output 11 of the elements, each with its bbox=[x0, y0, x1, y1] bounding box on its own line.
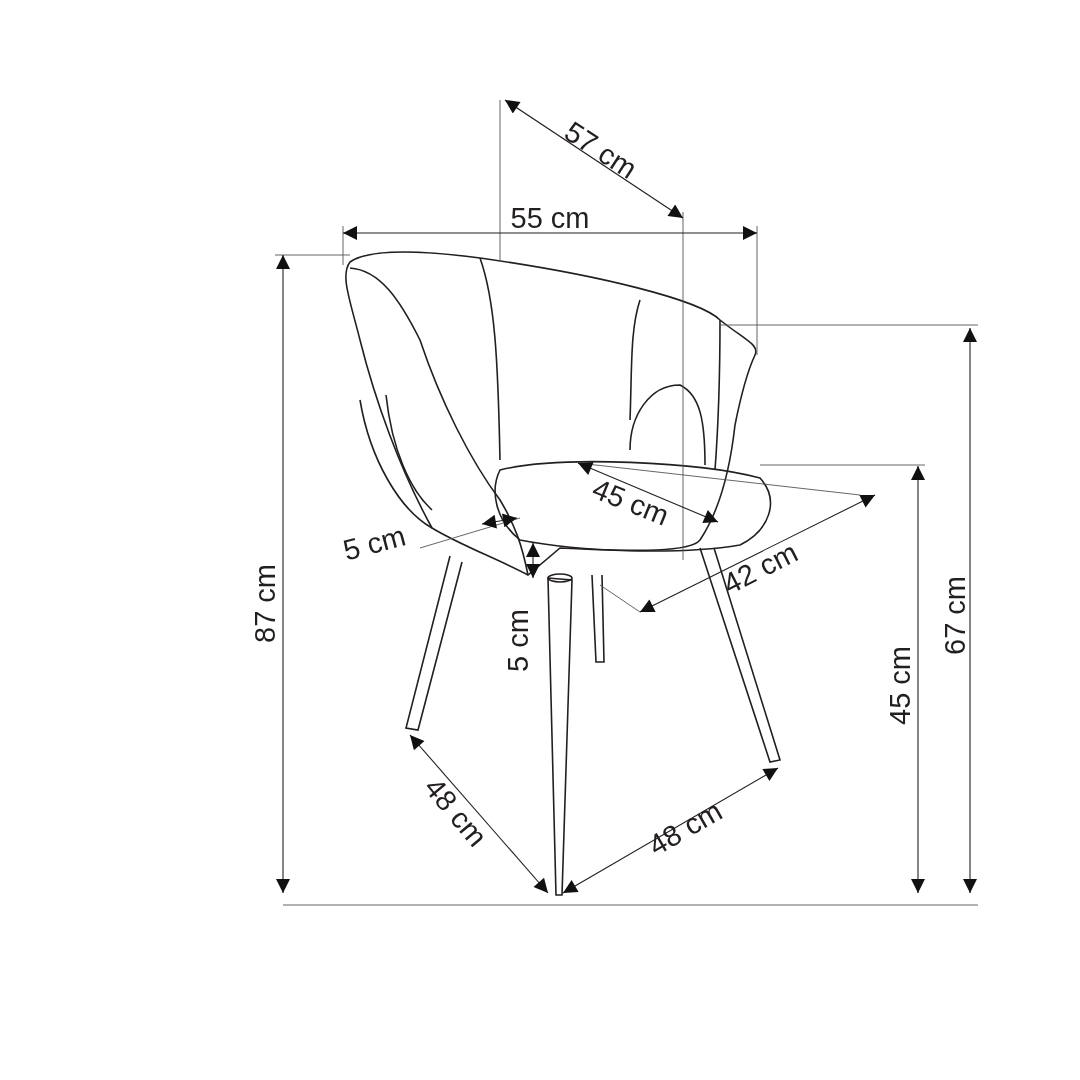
dimension-label: 55 cm bbox=[510, 203, 590, 233]
dimension-label: 87 cm bbox=[250, 563, 280, 643]
dimension-label: 48 cm bbox=[418, 772, 492, 852]
dimension-label: 5 cm bbox=[503, 608, 533, 672]
dimension-label: 42 cm bbox=[718, 537, 802, 599]
dimension-label: 45 cm bbox=[885, 645, 915, 725]
dimension-label: 67 cm bbox=[940, 575, 970, 655]
dimension-label: 5 cm bbox=[339, 520, 409, 566]
dimension-label: 57 cm bbox=[558, 116, 641, 184]
dimension-label: 45 cm bbox=[587, 473, 673, 531]
dimension-label: 48 cm bbox=[643, 795, 727, 861]
